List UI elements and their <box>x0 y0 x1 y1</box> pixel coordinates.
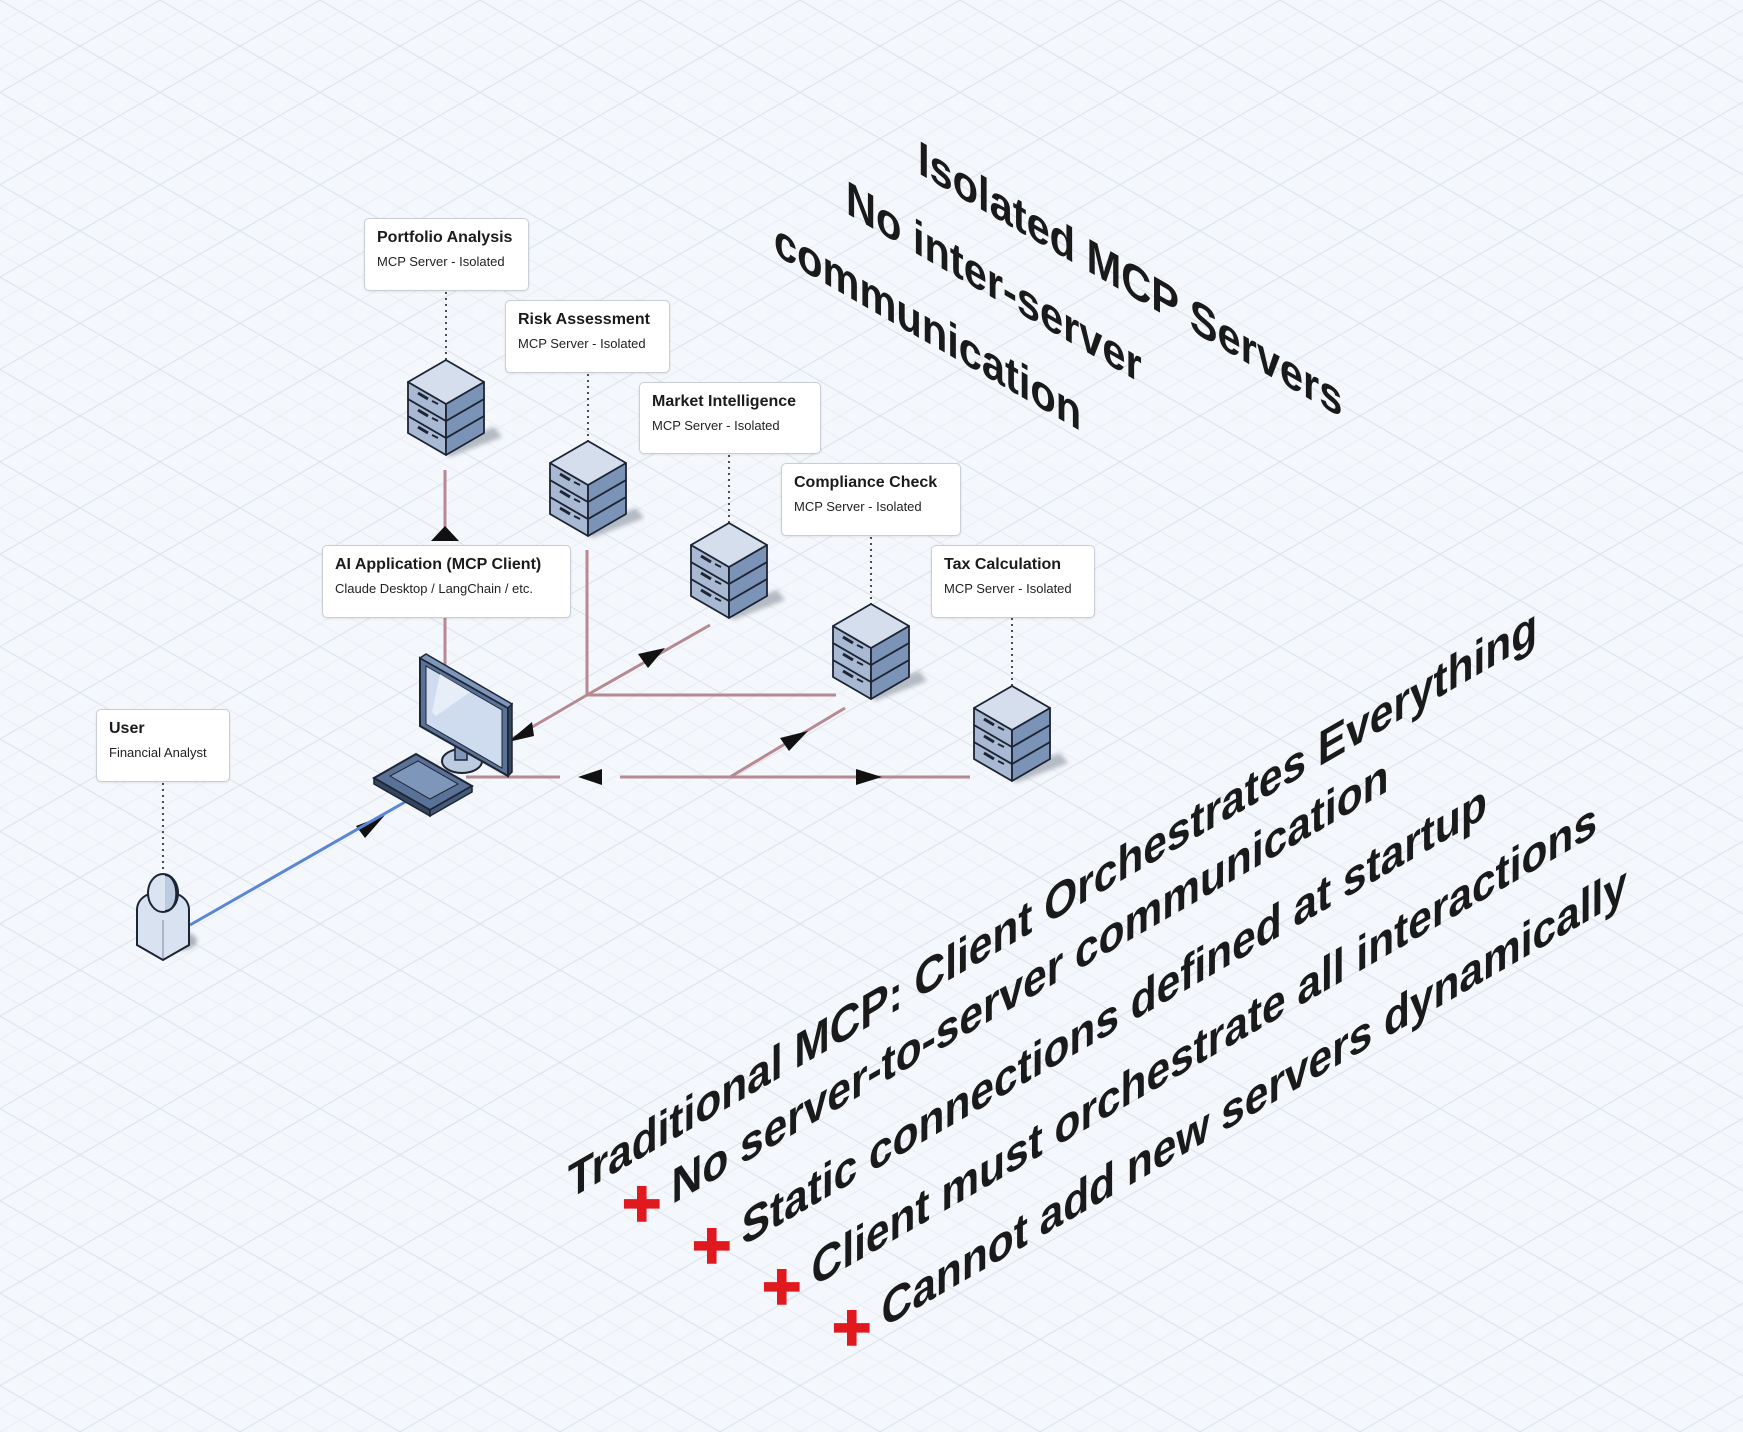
callout-title: Portfolio Analysis <box>377 229 513 246</box>
arrow-to-market <box>638 648 665 668</box>
arrow-to-computer <box>356 815 385 838</box>
cross-icon: ✚ <box>831 1302 873 1357</box>
arrowheads <box>356 526 882 838</box>
computer-icon <box>371 653 514 818</box>
callout-title: Compliance Check <box>794 474 938 491</box>
callout-subtitle: MCP Server - Isolated <box>377 254 505 269</box>
callout-title: AI Application (MCP Client) <box>335 556 542 573</box>
arrow-to-portfolio <box>431 526 459 541</box>
server-icon <box>832 603 927 701</box>
callout-subtitle: MCP Server - Isolated <box>652 418 780 433</box>
tax-calculation-callout[interactable]: Tax Calculation MCP Server - Isolated <box>931 545 1095 618</box>
arrow-to-client <box>508 722 534 742</box>
user-link <box>189 800 406 927</box>
cross-icon: ✚ <box>691 1220 733 1275</box>
server-icon <box>973 685 1068 783</box>
arrow-to-tax <box>856 769 882 785</box>
callout-subtitle: Claude Desktop / LangChain / etc. <box>335 581 534 596</box>
compliance-check-callout[interactable]: Compliance Check MCP Server - Isolated <box>781 463 961 536</box>
arrow-to-compliance <box>780 731 808 751</box>
callout-title: Risk Assessment <box>518 311 650 328</box>
callout-subtitle: MCP Server - Isolated <box>794 499 922 514</box>
callout-subtitle: MCP Server - Isolated <box>944 581 1072 596</box>
market-intelligence-callout[interactable]: Market Intelligence MCP Server - Isolate… <box>639 382 821 454</box>
server-icons <box>407 359 1068 783</box>
callout-title: Tax Calculation <box>944 556 1062 573</box>
cross-icon: ✚ <box>621 1178 663 1233</box>
arrow-to-client-return <box>578 769 602 785</box>
risk-assessment-callout[interactable]: Risk Assessment MCP Server - Isolated <box>505 300 670 373</box>
user-callout[interactable]: User Financial Analyst <box>96 709 230 782</box>
cross-icon: ✚ <box>761 1261 803 1316</box>
server-icon <box>549 440 644 538</box>
portfolio-analysis-callout[interactable]: Portfolio Analysis MCP Server - Isolated <box>364 218 529 291</box>
ai-application-callout[interactable]: AI Application (MCP Client) Claude Deskt… <box>322 545 571 618</box>
person-icon <box>136 873 197 962</box>
server-icon <box>690 522 785 620</box>
callout-subtitle: MCP Server - Isolated <box>518 336 646 351</box>
callout-subtitle: Financial Analyst <box>109 745 207 760</box>
server-icon <box>407 359 502 457</box>
callout-title: Market Intelligence <box>652 393 797 410</box>
callout-title: User <box>109 720 145 737</box>
